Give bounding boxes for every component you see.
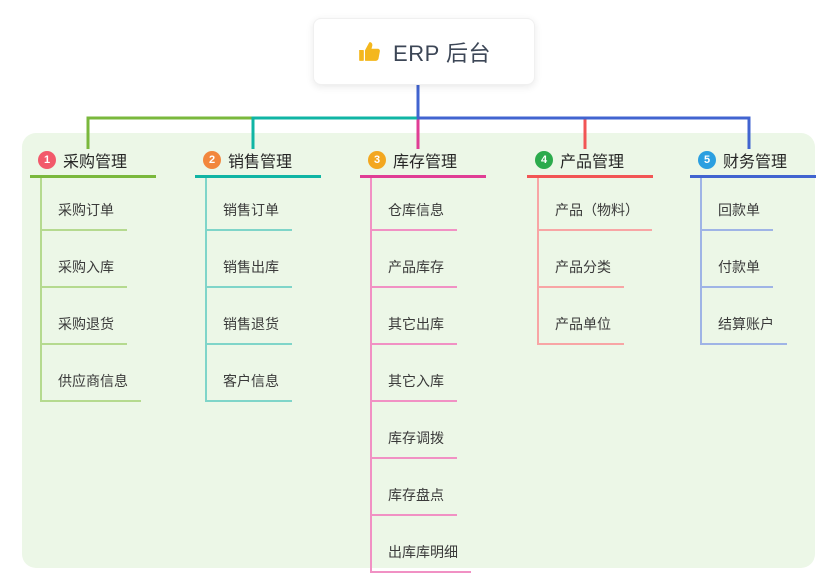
branch-title: 产品管理 — [560, 154, 625, 171]
child-node-label: 其它入库 — [388, 373, 444, 389]
branch-title: 财务管理 — [723, 154, 788, 171]
branch-children: 产品（物料） 产品分类产品单位 — [537, 178, 652, 345]
root-label: ERP 后台 — [393, 40, 491, 66]
child-node[interactable]: 产品单位 — [539, 288, 624, 345]
child-node-label: 结算账户 — [718, 316, 774, 332]
child-node[interactable]: 采购订单 — [42, 178, 127, 231]
branch-3: 3 库存管理仓库信息产品库存其它出库其它入库库存调拨库存盘点出库库明细 — [360, 148, 486, 573]
child-node[interactable]: 回款单 — [702, 178, 773, 231]
child-node-label: 库存盘点 — [388, 487, 444, 503]
child-node[interactable]: 仓库信息 — [372, 178, 457, 231]
branch-title: 采购管理 — [63, 154, 128, 171]
child-node-label: 供应商信息 — [58, 373, 128, 389]
branch-number-badge: 2 — [203, 151, 221, 169]
child-node[interactable]: 供应商信息 — [42, 345, 141, 402]
branch-header[interactable]: 4 产品管理 — [527, 148, 653, 178]
branch-2: 2 销售管理销售订单销售出库销售退货客户信息 — [195, 148, 321, 402]
child-node[interactable]: 库存盘点 — [372, 459, 457, 516]
child-node[interactable]: 销售出库 — [207, 231, 292, 288]
child-node-label: 产品分类 — [555, 259, 611, 275]
child-node-label: 采购入库 — [58, 259, 114, 275]
child-node[interactable]: 结算账户 — [702, 288, 787, 345]
child-node[interactable]: 产品分类 — [539, 231, 624, 288]
child-node[interactable]: 产品（物料） — [539, 178, 652, 231]
branch-1: 1 采购管理采购订单采购入库采购退货供应商信息 — [30, 148, 156, 402]
child-node-label: 仓库信息 — [388, 202, 444, 218]
child-node-label: 出库库明细 — [388, 544, 458, 560]
branch-number-badge: 4 — [535, 151, 553, 169]
child-node[interactable]: 采购入库 — [42, 231, 127, 288]
child-node-label: 其它出库 — [388, 316, 444, 332]
child-node[interactable]: 销售订单 — [207, 178, 292, 231]
child-node-label: 付款单 — [718, 259, 760, 275]
branch-header[interactable]: 3 库存管理 — [360, 148, 486, 178]
child-node[interactable]: 客户信息 — [207, 345, 292, 402]
child-node-label: 销售出库 — [223, 259, 279, 275]
child-node-label: 产品库存 — [388, 259, 444, 275]
branch-children: 回款单付款单结算账户 — [700, 178, 787, 345]
child-node[interactable]: 销售退货 — [207, 288, 292, 345]
branch-5: 5 财务管理回款单付款单结算账户 — [690, 148, 816, 345]
branch-header[interactable]: 5 财务管理 — [690, 148, 816, 178]
child-node[interactable]: 其它出库 — [372, 288, 457, 345]
child-node-label: 回款单 — [718, 202, 760, 218]
root-node[interactable]: ERP 后台 — [313, 18, 535, 85]
branch-number-badge: 5 — [698, 151, 716, 169]
child-node-label: 销售退货 — [223, 316, 279, 332]
child-node-label: 销售订单 — [223, 202, 279, 218]
branch-number-badge: 3 — [368, 151, 386, 169]
child-node-label: 客户信息 — [223, 373, 279, 389]
branch-header[interactable]: 1 采购管理 — [30, 148, 156, 178]
branch-title: 库存管理 — [393, 154, 458, 171]
child-node[interactable]: 其它入库 — [372, 345, 457, 402]
thumbs-up-icon — [357, 39, 383, 65]
child-node-label: 采购退货 — [58, 316, 114, 332]
branch-number-badge: 1 — [38, 151, 56, 169]
child-node[interactable]: 产品库存 — [372, 231, 457, 288]
child-node[interactable]: 库存调拨 — [372, 402, 457, 459]
branch-header[interactable]: 2 销售管理 — [195, 148, 321, 178]
child-node-label: 库存调拨 — [388, 430, 444, 446]
child-node[interactable]: 付款单 — [702, 231, 773, 288]
child-node-label: 产品（物料） — [555, 202, 639, 218]
child-node-label: 产品单位 — [555, 316, 611, 332]
branch-children: 仓库信息产品库存其它出库其它入库库存调拨库存盘点出库库明细 — [370, 178, 471, 573]
branch-title: 销售管理 — [228, 154, 293, 171]
branch-children: 采购订单采购入库采购退货供应商信息 — [40, 178, 141, 402]
branch-4: 4 产品管理产品（物料） 产品分类产品单位 — [527, 148, 653, 345]
branch-children: 销售订单销售出库销售退货客户信息 — [205, 178, 292, 402]
child-node[interactable]: 采购退货 — [42, 288, 127, 345]
branches-panel — [22, 133, 815, 568]
child-node-label: 采购订单 — [58, 202, 114, 218]
child-node[interactable]: 出库库明细 — [372, 516, 471, 573]
